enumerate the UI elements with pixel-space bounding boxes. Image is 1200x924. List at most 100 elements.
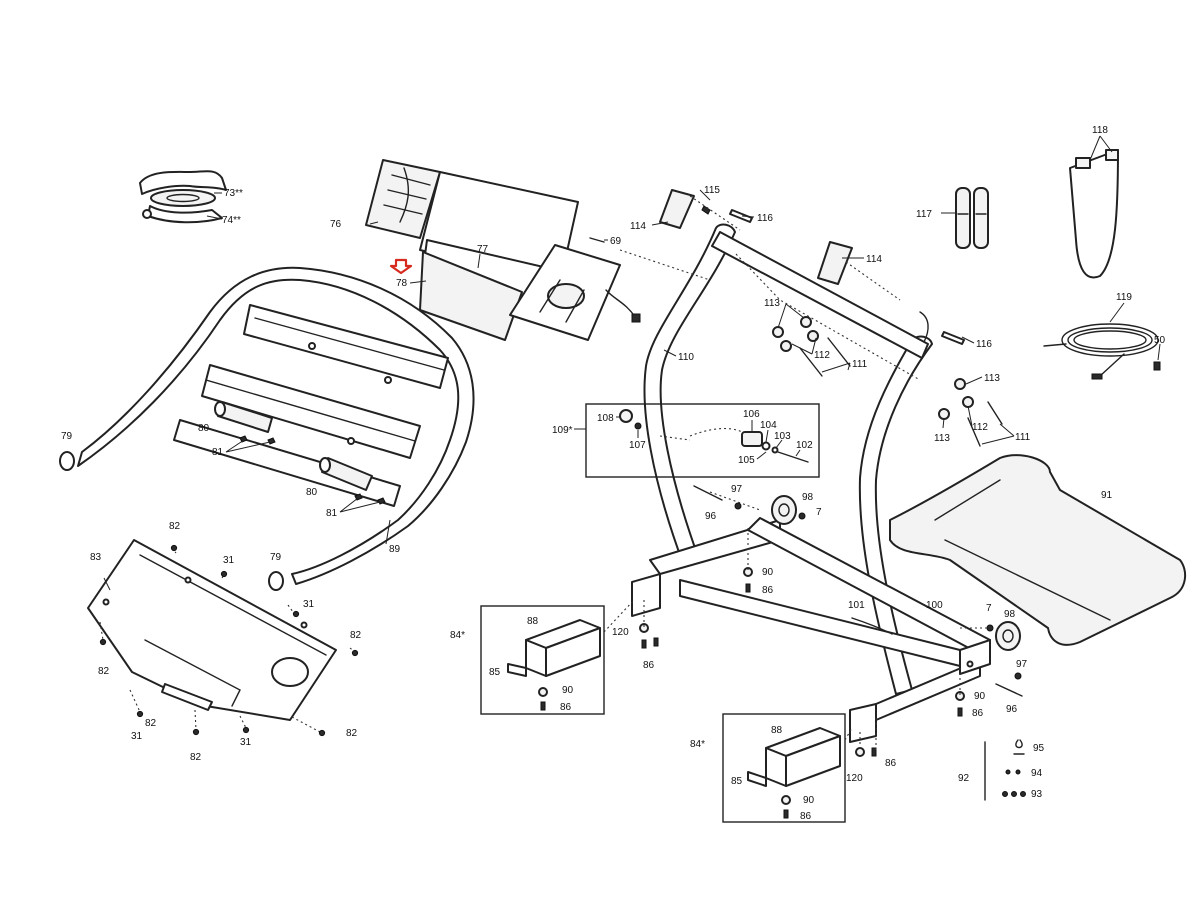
walking-deck-part-91 xyxy=(889,454,1187,646)
callout-98a: 98 xyxy=(802,492,814,503)
callout-117: 117 xyxy=(916,209,932,220)
callout-82d: 82 xyxy=(145,718,157,729)
console-part-76 xyxy=(365,159,441,239)
down-arrow-icon xyxy=(389,258,413,275)
endcap-part-79-right xyxy=(268,571,284,591)
callout-85a: 85 xyxy=(489,667,501,678)
callout-111a: 111 xyxy=(852,359,868,370)
callout-105: 105 xyxy=(738,455,755,466)
grip-part-80-upper xyxy=(214,401,273,433)
hardware-part-86-90-120 xyxy=(639,567,965,757)
callout-84b: 84* xyxy=(690,739,705,750)
callout-89: 89 xyxy=(389,544,401,555)
callout-83: 83 xyxy=(90,552,102,563)
callout-79a: 79 xyxy=(61,431,73,442)
callout-81b: 81 xyxy=(326,508,338,519)
callout-106: 106 xyxy=(743,409,760,420)
power-cord-part-119 xyxy=(1043,323,1159,380)
callout-109: 109* xyxy=(552,425,573,436)
callout-114b: 114 xyxy=(866,254,882,265)
callout-104: 104 xyxy=(760,420,777,431)
callout-76: 76 xyxy=(330,219,342,230)
bolts-part-96-97 xyxy=(693,485,1023,697)
leveler-box-84-lower xyxy=(722,713,846,823)
console-tray-part xyxy=(509,244,641,341)
leveler-box-84-upper xyxy=(480,605,605,715)
callout-80a: 80 xyxy=(198,423,210,434)
callout-101: 101 xyxy=(848,600,865,611)
callout-110: 110 xyxy=(678,352,694,363)
callout-50: 50 xyxy=(1154,335,1166,346)
callout-113b: 113 xyxy=(984,373,1000,384)
callout-78: 78 xyxy=(396,278,408,289)
callout-31c: 31 xyxy=(131,731,143,742)
callout-86d: 86 xyxy=(972,708,984,719)
callout-112a: 112 xyxy=(814,350,830,361)
callout-96a: 96 xyxy=(705,511,717,522)
callout-7a: 7 xyxy=(816,507,822,518)
screws-part-31-and-82 xyxy=(99,544,359,737)
upright-left-part-110 xyxy=(643,223,736,567)
callout-77: 77 xyxy=(477,244,489,255)
callout-112b: 112 xyxy=(972,422,988,433)
callout-90d: 90 xyxy=(803,795,815,806)
callout-90b: 90 xyxy=(562,685,574,696)
clip-part-50 xyxy=(1153,361,1161,371)
grip-part-80-lower xyxy=(319,457,373,491)
callout-69: 69 xyxy=(610,236,622,247)
callout-92: 92 xyxy=(958,773,970,784)
callout-97b: 97 xyxy=(1016,659,1028,670)
callout-108: 108 xyxy=(597,413,614,424)
callout-labels: 73** 74** 76 77 78 69 115 114 116 114 11… xyxy=(61,125,1166,822)
callout-86b: 86 xyxy=(643,660,655,671)
shield-plate-part-83 xyxy=(87,539,356,733)
callout-116a: 116 xyxy=(757,213,773,224)
callout-90a: 90 xyxy=(762,567,774,578)
callout-96b: 96 xyxy=(1006,704,1018,715)
callout-85b: 85 xyxy=(731,776,743,787)
callout-86e: 86 xyxy=(800,811,812,822)
callout-82a: 82 xyxy=(169,521,181,532)
callout-86a: 86 xyxy=(762,585,774,596)
callout-120b: 120 xyxy=(846,773,863,784)
endcap-part-79-left xyxy=(59,451,75,471)
callout-73: 73** xyxy=(224,188,243,199)
callout-119: 119 xyxy=(1116,292,1132,303)
callout-82b: 82 xyxy=(350,630,362,641)
callout-111b: 111 xyxy=(1015,432,1031,443)
callout-95: 95 xyxy=(1033,743,1045,754)
callout-31b: 31 xyxy=(303,599,315,610)
callout-100: 100 xyxy=(926,600,943,611)
callout-97a: 97 xyxy=(731,484,743,495)
callout-113a: 113 xyxy=(764,298,780,309)
callout-86c: 86 xyxy=(560,702,572,713)
callout-79b: 79 xyxy=(270,552,282,563)
end-caps-part-114 xyxy=(659,189,853,285)
assembly-guide-lines xyxy=(603,195,990,752)
callout-82e: 82 xyxy=(190,752,202,763)
callout-114a: 114 xyxy=(630,221,646,232)
wire-part-69 xyxy=(589,237,605,243)
callout-93: 93 xyxy=(1031,789,1043,800)
callout-31a: 31 xyxy=(223,555,235,566)
callout-94: 94 xyxy=(1031,768,1043,779)
wheel-assembly-box-109 xyxy=(585,403,820,478)
callout-81a: 81 xyxy=(212,447,224,458)
callout-116b: 116 xyxy=(976,339,992,350)
chest-strap-part-73 xyxy=(139,170,227,224)
rollers-part-98 xyxy=(771,495,1021,651)
callout-120a: 120 xyxy=(612,627,629,638)
callout-118: 118 xyxy=(1092,125,1108,136)
callout-86f: 86 xyxy=(885,758,897,769)
callout-102: 102 xyxy=(796,440,813,451)
console-overlay-part-78 xyxy=(419,251,523,341)
callout-82f: 82 xyxy=(346,728,358,739)
callout-80b: 80 xyxy=(306,487,318,498)
callout-113c: 113 xyxy=(934,433,950,444)
base-frame xyxy=(631,517,991,743)
callout-82c: 82 xyxy=(98,666,110,677)
tie-and-hardware-parts-92-95 xyxy=(984,739,1026,801)
callout-91: 91 xyxy=(1101,490,1113,501)
storage-pouch-part-118 xyxy=(1069,149,1119,279)
